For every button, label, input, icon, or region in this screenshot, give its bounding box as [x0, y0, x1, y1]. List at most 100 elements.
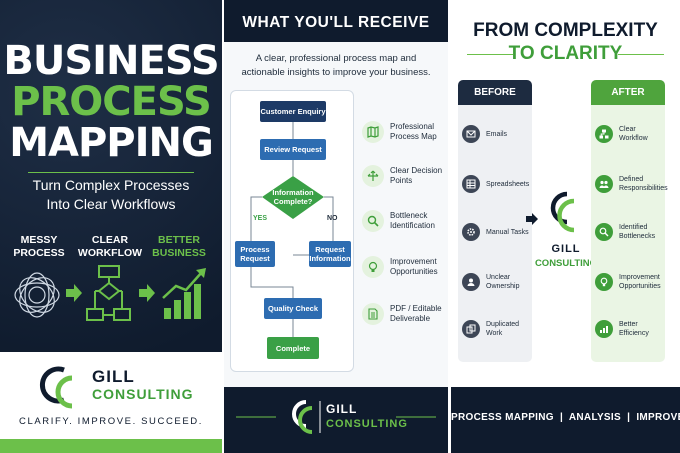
logo-gill-text: GILL [92, 367, 135, 386]
lightbulb-icon [595, 273, 613, 291]
logo-consulting-text: CONSULTING [534, 258, 598, 269]
item-line: Clear [619, 126, 636, 133]
item-line: Improvement [619, 274, 660, 281]
arrow-right-icon [66, 284, 82, 302]
deliverable-line: PDF / Editable [390, 303, 442, 313]
tagline: CLARIFY. IMPROVE. SUCCEED. [19, 416, 203, 427]
what-you-receive-panel: WHAT YOU'LL RECEIVE A clear, professiona… [224, 0, 448, 453]
flow-step-process-request: Process Request [235, 241, 275, 267]
stage-word: MESSY [20, 234, 58, 246]
document-icon [362, 303, 384, 325]
before-header: BEFORE [458, 80, 532, 105]
chart-icon [595, 320, 613, 338]
item-line: Efficiency [619, 330, 649, 337]
complexity-to-clarity-panel: FROM COMPLEXITY TO CLARITY BEFORE Emails… [451, 0, 680, 453]
gill-logo-icon [40, 366, 73, 409]
magnifier-icon [362, 210, 384, 232]
stage-label-better: BETTER BUSINESS [144, 234, 214, 260]
item-line: Emails [486, 130, 508, 138]
map-icon [362, 121, 384, 143]
panel2-header: WHAT YOU'LL RECEIVE [224, 0, 448, 42]
gill-logo-icon [550, 191, 575, 233]
flow-step-review-request: Review Request [260, 139, 326, 160]
stage-word: CLEAR [91, 234, 129, 246]
deliverable-line: Bottleneck [390, 210, 428, 220]
title-line-mapping: MAPPING [9, 120, 214, 166]
subtitle-line: Into Clear Workflows [46, 196, 176, 212]
step-text: Request [240, 254, 270, 263]
team-icon [595, 175, 613, 193]
services-footer: PROCESS MAPPING | ANALYSIS | IMPROVEMENT [451, 412, 680, 423]
mail-icon [462, 125, 480, 143]
yes-label: YES [253, 215, 268, 222]
item-line: Better [619, 321, 638, 328]
green-bottom-bar [0, 439, 222, 453]
flow-step-complete: Complete [267, 337, 319, 359]
panel2-intro: A clear, professional process map and ac… [238, 52, 434, 80]
logo-gill-text: GILL [326, 402, 358, 416]
stage-icons [14, 265, 206, 321]
before-label: Emails [486, 130, 507, 139]
item-line: Manual Tasks [486, 228, 529, 236]
deliverable-line: Opportunities [390, 267, 438, 276]
growth-chart-icon [162, 268, 206, 319]
step-text: Request [315, 245, 345, 254]
flowchart-card: Customer Enquiry Review Request Informat… [230, 90, 354, 372]
arrow-right-icon [139, 284, 155, 302]
intro-line: A clear, professional process map and [255, 53, 417, 64]
stage-label-messy: MESSY PROCESS [4, 234, 74, 260]
tangle-icon [14, 272, 60, 318]
panel3-footer [451, 387, 680, 453]
decision-text: Information [272, 188, 314, 197]
before-item: Spreadsheets [462, 167, 530, 201]
flow-step-customer-enquiry: Customer Enquiry [260, 101, 326, 122]
item-line: Opportunities [619, 283, 661, 290]
before-item: Emails [462, 117, 530, 151]
before-column: BEFORE Emails Spreadsheets Manual Tasks … [458, 80, 532, 362]
arrow-right-icon [526, 213, 538, 225]
decision-text: Complete? [273, 197, 313, 206]
before-label: Manual Tasks [486, 228, 529, 237]
deliverable-line: Clear Decision [390, 165, 443, 175]
stage-word: BUSINESS [152, 247, 206, 259]
panel3-subtitle: TO CLARITY [508, 43, 623, 64]
stage-word: PROCESS [13, 247, 65, 259]
footer-divider-lines [236, 401, 436, 433]
item-line: Responsibilities [619, 185, 668, 192]
stage-word: WORKFLOW [77, 247, 143, 259]
title-divider [28, 172, 194, 173]
item-line: Duplicated [486, 321, 520, 328]
title-line-process: PROCESS [11, 79, 212, 125]
no-label: NO [327, 215, 338, 222]
flow-step-quality-check: Quality Check [264, 298, 322, 319]
gear-icon [462, 223, 480, 241]
item-line: Unclear [486, 274, 511, 281]
deliverable-line: Identification [390, 221, 435, 230]
item-line: Workflow [619, 135, 648, 142]
flowchart-connectors [250, 122, 334, 337]
deliverable-line: Process Map [390, 132, 437, 141]
intro-line: actionable insights to improve your busi… [241, 67, 431, 78]
subtitle-line: Turn Complex Processes [32, 177, 190, 193]
decision-icon [362, 165, 384, 187]
title-line-business: BUSINESS [3, 38, 219, 84]
logo-consulting-text: CONSULTING [92, 386, 194, 402]
panel2-footer [224, 387, 448, 453]
before-item: Manual Tasks [462, 215, 530, 249]
